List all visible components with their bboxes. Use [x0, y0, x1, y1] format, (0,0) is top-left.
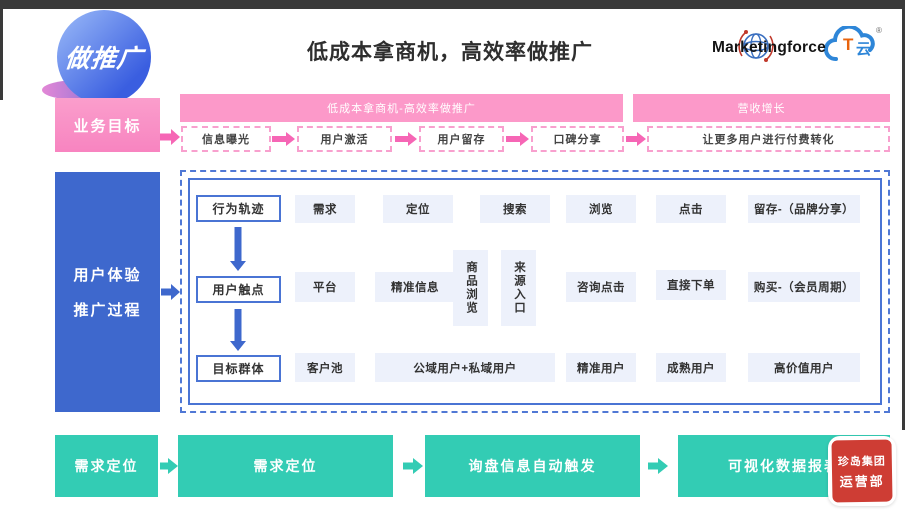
tcloud-t-letter: T	[843, 35, 854, 54]
flow-step-demand-2: 需求定位	[178, 435, 393, 497]
item-inquiry-click: 咨询点击	[566, 272, 636, 302]
tcloud-yun-letter: 云	[856, 41, 872, 58]
arrow-down-icon	[230, 309, 246, 351]
item-click: 点击	[656, 195, 726, 223]
side-label-line2: 推广过程	[73, 302, 142, 319]
page-title: 低成本拿商机，高效率做推广	[307, 41, 593, 64]
item-platform: 平台	[295, 272, 355, 302]
item-high-value-users: 高价值用户	[748, 353, 860, 382]
item-precise-info: 精准信息	[375, 272, 455, 302]
item-browse: 浏览	[566, 195, 636, 223]
window-top-edge	[0, 0, 905, 9]
arrow-right-icon	[506, 131, 529, 147]
cloud-icon	[824, 24, 875, 61]
promo-badge: 做推广	[57, 10, 151, 104]
arrow-right-icon	[648, 457, 668, 475]
item-retention-share: 留存-（品牌分享）	[748, 195, 860, 223]
item-precise-users: 精准用户	[566, 353, 636, 382]
side-label-line1: 用户体验	[73, 267, 142, 284]
experience-side-label: 用户体验 推广过程	[55, 172, 160, 412]
registered-mark: ®	[876, 26, 882, 35]
goal-banner-right: 营收增长	[633, 94, 890, 122]
arrow-right-icon	[395, 131, 417, 147]
stage-conversion: 让更多用户进行付费转化	[647, 126, 890, 152]
item-source-entry: 来源入口	[501, 250, 536, 326]
flow-step-demand-1: 需求定位	[55, 435, 158, 497]
arrow-right-icon	[160, 128, 180, 146]
arrow-right-icon	[626, 131, 646, 147]
item-search: 搜索	[480, 195, 550, 223]
item-mature-users: 成熟用户	[656, 353, 726, 382]
item-product-browse: 商品浏览	[453, 250, 488, 326]
item-public-private-users: 公域用户+私域用户	[375, 353, 555, 382]
arrow-right-icon	[403, 457, 423, 475]
arrow-down-icon	[230, 227, 246, 271]
process-outer-frame	[180, 170, 890, 413]
stage-activation: 用户激活	[297, 126, 392, 152]
arrow-right-icon	[160, 457, 178, 475]
item-direct-order: 直接下单	[656, 270, 726, 300]
business-goal-label: 业务目标	[55, 98, 160, 152]
item-demand: 需求	[295, 195, 355, 223]
arrow-right-icon	[272, 131, 295, 147]
row-label-touchpoints: 用户触点	[196, 276, 281, 303]
promo-badge-label: 做推广	[63, 45, 145, 73]
globe-icon	[738, 30, 774, 62]
goal-banner-left: 低成本拿商机-高效率做推广	[180, 94, 623, 122]
arrow-right-icon	[161, 283, 180, 301]
row-label-target-group: 目标群体	[196, 355, 281, 382]
marketingforce-logo: Marketingforce	[712, 30, 826, 64]
tcloud-logo: T 云 ®	[822, 24, 896, 66]
company-seal: 珍岛集团 运营部	[828, 436, 896, 506]
stage-referral: 口碑分享	[531, 126, 624, 152]
window-left-edge	[0, 0, 3, 100]
item-positioning: 定位	[383, 195, 453, 223]
window-right-edge	[902, 0, 905, 430]
item-purchase-cycle: 购买-（会员周期）	[748, 272, 860, 302]
seal-line1: 珍岛集团	[837, 455, 886, 468]
flow-step-inquiry-trigger: 询盘信息自动触发	[425, 435, 640, 497]
marketingforce-wordmark: Marketingforce	[712, 39, 826, 56]
seal-red-square: 珍岛集团 运营部	[831, 439, 893, 503]
stage-retention: 用户留存	[419, 126, 504, 152]
row-label-behavior: 行为轨迹	[196, 195, 281, 222]
seal-line2: 运营部	[839, 473, 885, 489]
stage-exposure: 信息曝光	[181, 126, 271, 152]
item-customer-pool: 客户池	[295, 353, 355, 382]
